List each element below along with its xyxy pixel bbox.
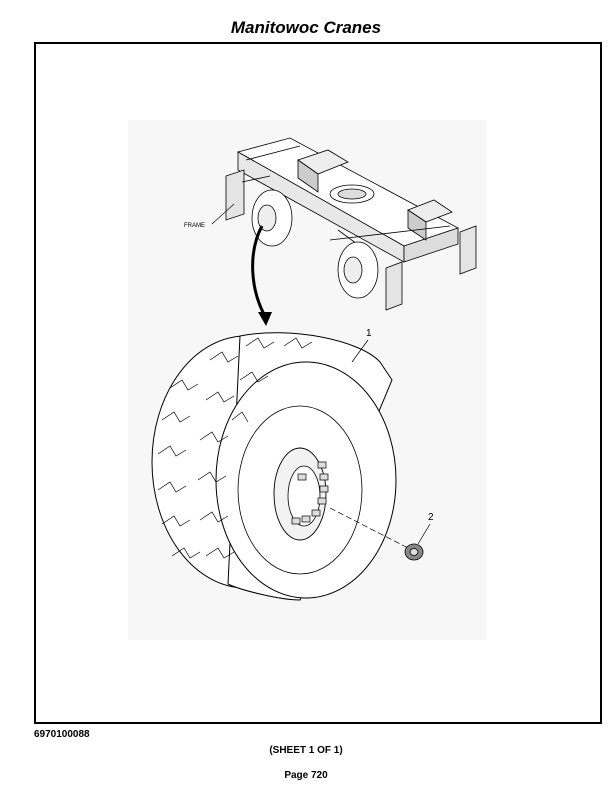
curved-arrow-icon bbox=[251, 225, 268, 319]
arrow-head-icon bbox=[258, 312, 272, 326]
callout-1-label: 1 bbox=[366, 328, 372, 339]
page-number: Page 720 bbox=[284, 770, 328, 781]
page-title: Manitowoc Cranes bbox=[230, 18, 382, 37]
document-number: 6970100088 bbox=[34, 729, 90, 740]
callout-2-label: 2 bbox=[428, 512, 434, 523]
carrier-frame-drawing bbox=[225, 137, 477, 311]
callout-1-leader bbox=[351, 339, 369, 363]
frame-leader-line bbox=[211, 203, 235, 225]
tire-assembly bbox=[151, 332, 397, 601]
sheet-indicator: (SHEET 1 OF 1) bbox=[269, 745, 343, 756]
callout-2-leader bbox=[417, 523, 431, 545]
center-axis-line bbox=[329, 507, 409, 549]
lug-nut-item-2 bbox=[404, 543, 424, 561]
frame-wheel-rear bbox=[337, 241, 379, 299]
drawing-border bbox=[34, 42, 602, 724]
frame-wheel-front bbox=[251, 189, 293, 247]
frame-label: FRAME bbox=[184, 223, 205, 229]
